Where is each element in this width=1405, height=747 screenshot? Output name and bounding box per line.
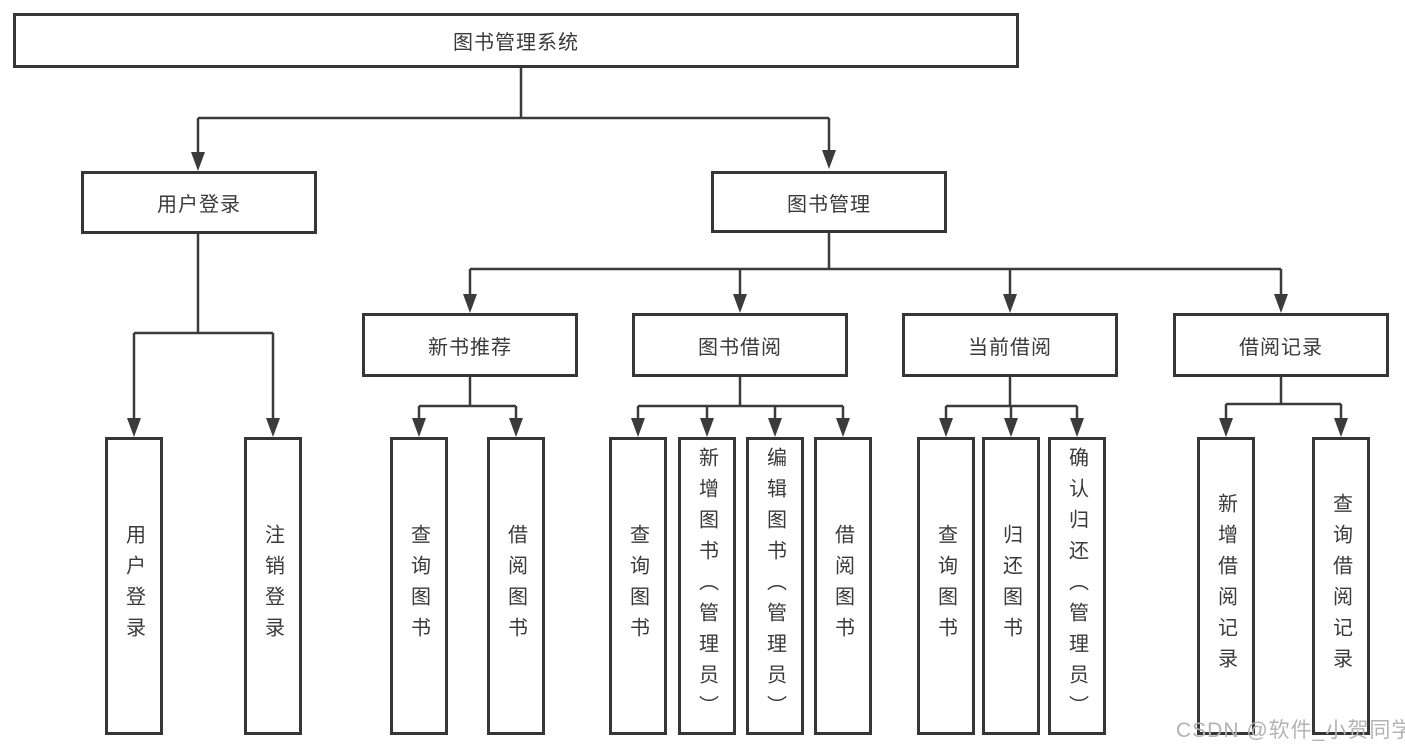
arrowhead-icon xyxy=(939,418,953,437)
wire xyxy=(198,68,829,120)
leaf-query-borrow-record: 查询借阅记录 xyxy=(1312,437,1370,735)
leaf-logout: 注销登录 xyxy=(244,437,302,735)
wire xyxy=(470,233,1281,271)
connector-current-borrow-to-leaves xyxy=(939,377,1084,437)
arrowhead-icon xyxy=(822,150,836,169)
arrowhead-icon xyxy=(1003,294,1017,313)
arrowhead-icon xyxy=(768,418,782,437)
wire xyxy=(946,377,1077,408)
node-book-management: 图书管理 xyxy=(711,171,947,233)
leaf-borrow-books: 借阅图书 xyxy=(814,437,872,735)
leaf-query-books-current: 查询图书 xyxy=(917,437,975,735)
leaf-query-books-recommend: 查询图书 xyxy=(390,437,448,735)
arrowhead-icon xyxy=(266,418,280,437)
leaf-add-borrow-record: 新增借阅记录 xyxy=(1197,437,1255,735)
node-current-borrow: 当前借阅 xyxy=(902,313,1118,377)
node-borrow-records: 借阅记录 xyxy=(1173,313,1389,377)
connector-book-management-to-level3 xyxy=(463,233,1288,313)
wire xyxy=(1226,377,1341,406)
arrowhead-icon xyxy=(1219,418,1233,437)
node-library-system: 图书管理系统 xyxy=(13,13,1019,68)
wire xyxy=(638,377,843,408)
arrowhead-icon xyxy=(1274,294,1288,313)
node-new-book-recommend: 新书推荐 xyxy=(362,313,578,377)
csdn-watermark: CSDN @软件_小贺同学 xyxy=(1176,719,1405,742)
leaf-borrow-books-recommend: 借阅图书 xyxy=(487,437,545,735)
node-user-login: 用户登录 xyxy=(81,171,317,234)
arrowhead-icon xyxy=(1004,418,1018,437)
leaf-edit-book-admin: 编辑图书（管理员） xyxy=(746,437,804,735)
arrowhead-icon xyxy=(700,418,714,437)
arrowhead-icon xyxy=(463,294,477,313)
arrowhead-icon xyxy=(191,152,205,171)
arrowhead-icon xyxy=(1070,418,1084,437)
arrowhead-icon xyxy=(1334,418,1348,437)
connector-book-borrow-to-leaves xyxy=(631,377,850,437)
arrowhead-icon xyxy=(412,418,426,437)
leaf-confirm-return-admin: 确认归还（管理员） xyxy=(1048,437,1106,735)
connector-user-login-to-leaves xyxy=(127,234,280,437)
arrowhead-icon xyxy=(733,294,747,313)
arrowhead-icon xyxy=(836,418,850,437)
node-book-borrow: 图书借阅 xyxy=(632,313,848,377)
arrowhead-icon xyxy=(509,418,523,437)
wire xyxy=(419,377,516,408)
arrowhead-icon xyxy=(127,418,141,437)
leaf-user-login: 用户登录 xyxy=(105,437,163,735)
leaf-query-books-borrow: 查询图书 xyxy=(609,437,667,735)
connector-borrow-records-to-leaves xyxy=(1219,377,1348,437)
connector-new-book-recommend-to-leaves xyxy=(412,377,523,437)
leaf-add-book-admin: 新增图书（管理员） xyxy=(678,437,736,735)
arrowhead-icon xyxy=(631,418,645,437)
leaf-return-books: 归还图书 xyxy=(982,437,1040,735)
connector-root-to-level2 xyxy=(191,68,836,171)
wire xyxy=(134,234,273,335)
